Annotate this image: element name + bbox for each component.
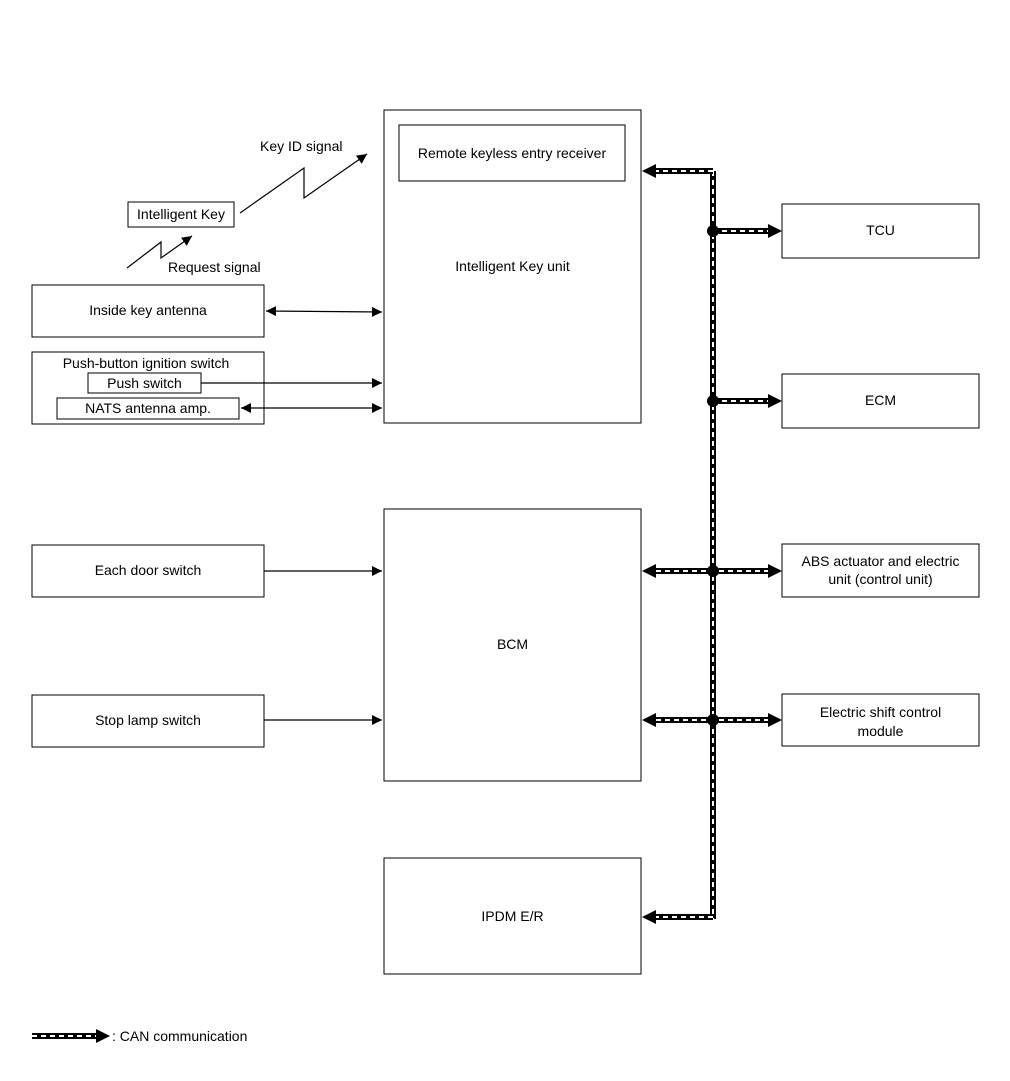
intelligent-key-unit-label: Intelligent Key unit [455,258,570,274]
bcm-label: BCM [497,636,528,652]
each-door-switch-label: Each door switch [95,562,202,578]
push-button-ignition-switch-label: Push-button ignition switch [63,355,230,371]
request-signal-label: Request signal [168,259,261,275]
key-id-signal-label: Key ID signal [260,138,342,154]
remote-keyless-entry-receiver-block: Remote keyless entry receiver [398,124,626,182]
ipdm-block: IPDM E/R [383,857,642,975]
inside-key-antenna-label: Inside key antenna [89,302,207,318]
intelligent-key-label: Intelligent Key [137,206,225,222]
legend-can-label: : CAN communication [112,1028,247,1044]
bcm-block: BCM [383,508,642,782]
remote-keyless-entry-receiver-label: Remote keyless entry receiver [418,145,607,161]
esc-label-line2: module [858,723,904,739]
ecm-block: ECM [781,373,980,429]
intelligent-key-block: Intelligent Key [127,201,235,228]
push-switch-label: Push switch [107,375,182,391]
abs-label-line1: ABS actuator and electric [802,553,960,569]
each-door-switch-block: Each door switch [31,544,265,598]
ecm-label: ECM [865,392,896,408]
nats-antenna-amp-label: NATS antenna amp. [85,400,211,416]
abs-actuator-block: ABS actuator and electric unit (control … [781,543,980,598]
nats-antenna-amp-box [56,397,240,420]
legend: : CAN communication [32,1028,247,1044]
stop-lamp-switch-block: Stop lamp switch [31,694,265,748]
esc-label-line1: Electric shift control [820,704,941,720]
tcu-label: TCU [866,222,895,238]
tcu-block: TCU [781,203,980,259]
stop-lamp-switch-label: Stop lamp switch [95,712,201,728]
electric-shift-control-module-block: Electric shift control module [781,693,980,747]
abs-label-line2: unit (control unit) [828,571,932,587]
ipdm-label: IPDM E/R [481,908,543,924]
can-bus [642,164,782,924]
key-id-signal-zigzag [239,153,368,214]
push-button-ignition-switch-block: Push-button ignition switch Push switch … [31,351,265,425]
request-signal-zigzag [126,235,193,269]
wire-inside-key-antenna [265,306,383,317]
inside-key-antenna-block: Inside key antenna [31,284,265,338]
